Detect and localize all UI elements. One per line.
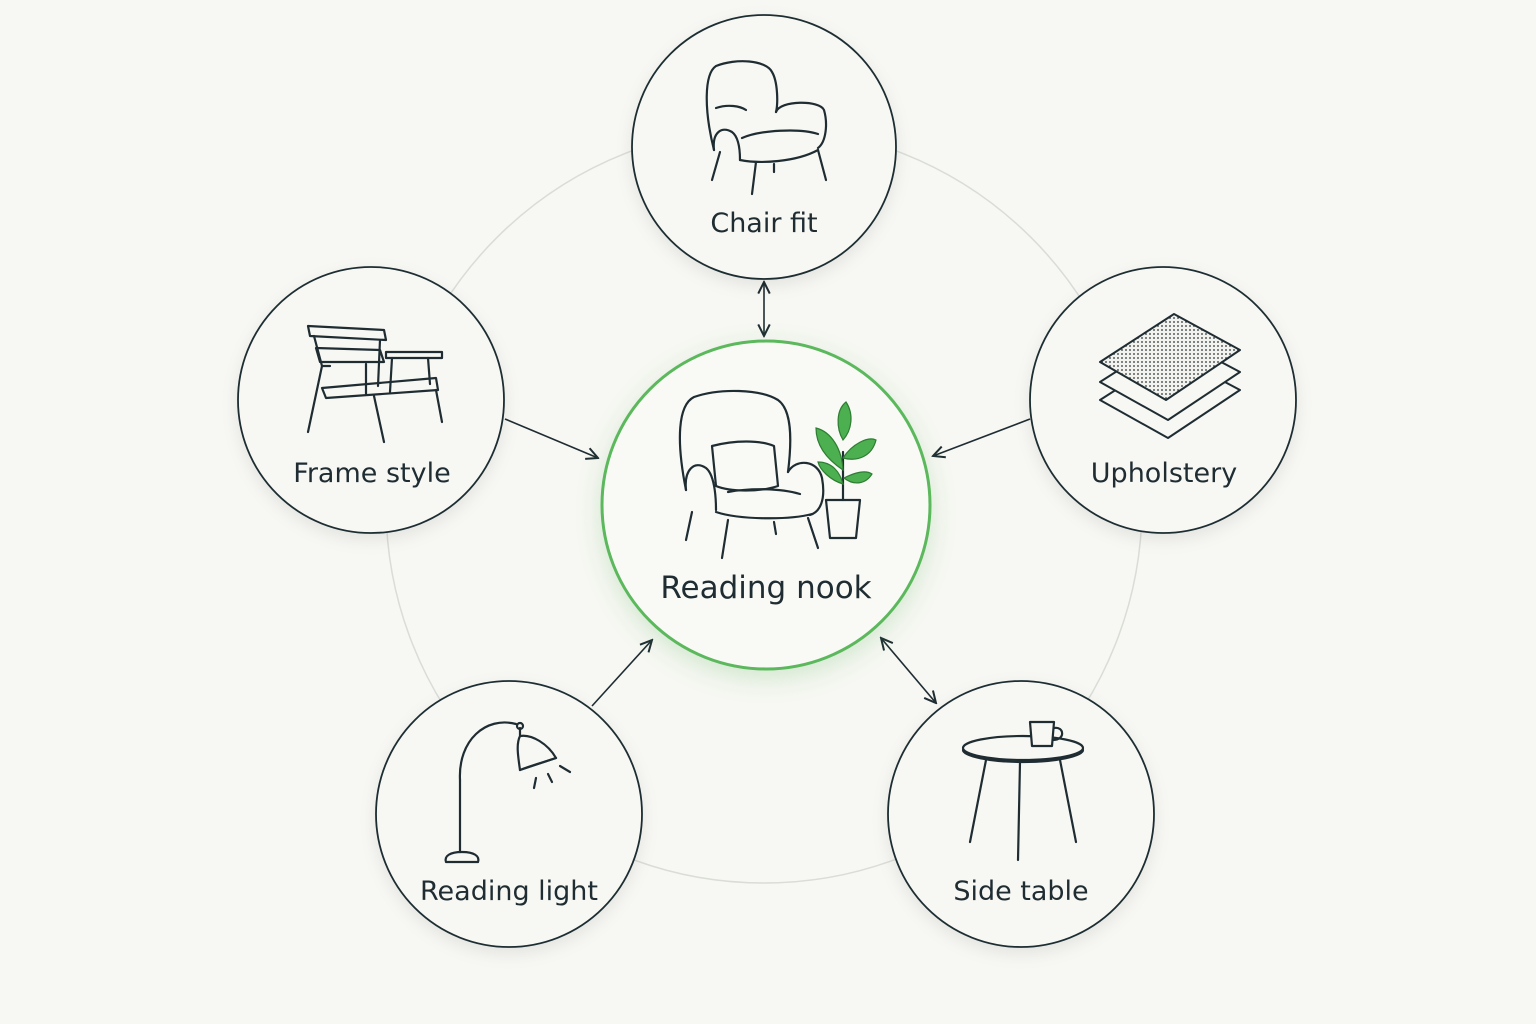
node-chair-fit[interactable]: Chair fit [631,14,897,280]
node-reading-light[interactable]: Reading light [375,680,643,948]
center-node-label: Reading nook [660,570,871,606]
armchair-icon [705,60,828,196]
node-frame-style[interactable]: Frame style [237,266,505,534]
arrow-upholstery [933,418,1031,456]
center-node-reading-nook[interactable]: Reading nook [600,339,932,671]
node-reading-light-label: Reading light [420,876,598,907]
node-upholstery-label: Upholstery [1091,458,1237,489]
node-reading-light-circle [375,680,643,948]
node-side-table-circle [887,680,1155,948]
arc-floor-lamp-icon [444,721,572,864]
node-side-table[interactable]: Side table [887,680,1155,948]
arrow-side-table [881,638,936,703]
plant-leaves-icon [815,401,877,485]
armchair-with-plant-icon [678,389,862,560]
node-frame-style-label: Frame style [293,458,450,489]
arrow-frame-style [504,418,598,458]
side-table-with-cup-icon [961,720,1085,862]
fabric-layers-icon [1099,313,1241,439]
node-side-table-label: Side table [953,876,1088,907]
node-upholstery[interactable]: Upholstery [1029,266,1297,534]
wooden-frame-chair-icon [306,324,444,444]
arrow-reading-light [591,640,652,707]
node-chair-fit-label: Chair fit [710,208,817,239]
node-chair-fit-circle [631,14,897,280]
center-node-circle [600,339,932,671]
connectors [504,282,1031,707]
node-frame-style-circle [237,266,505,534]
